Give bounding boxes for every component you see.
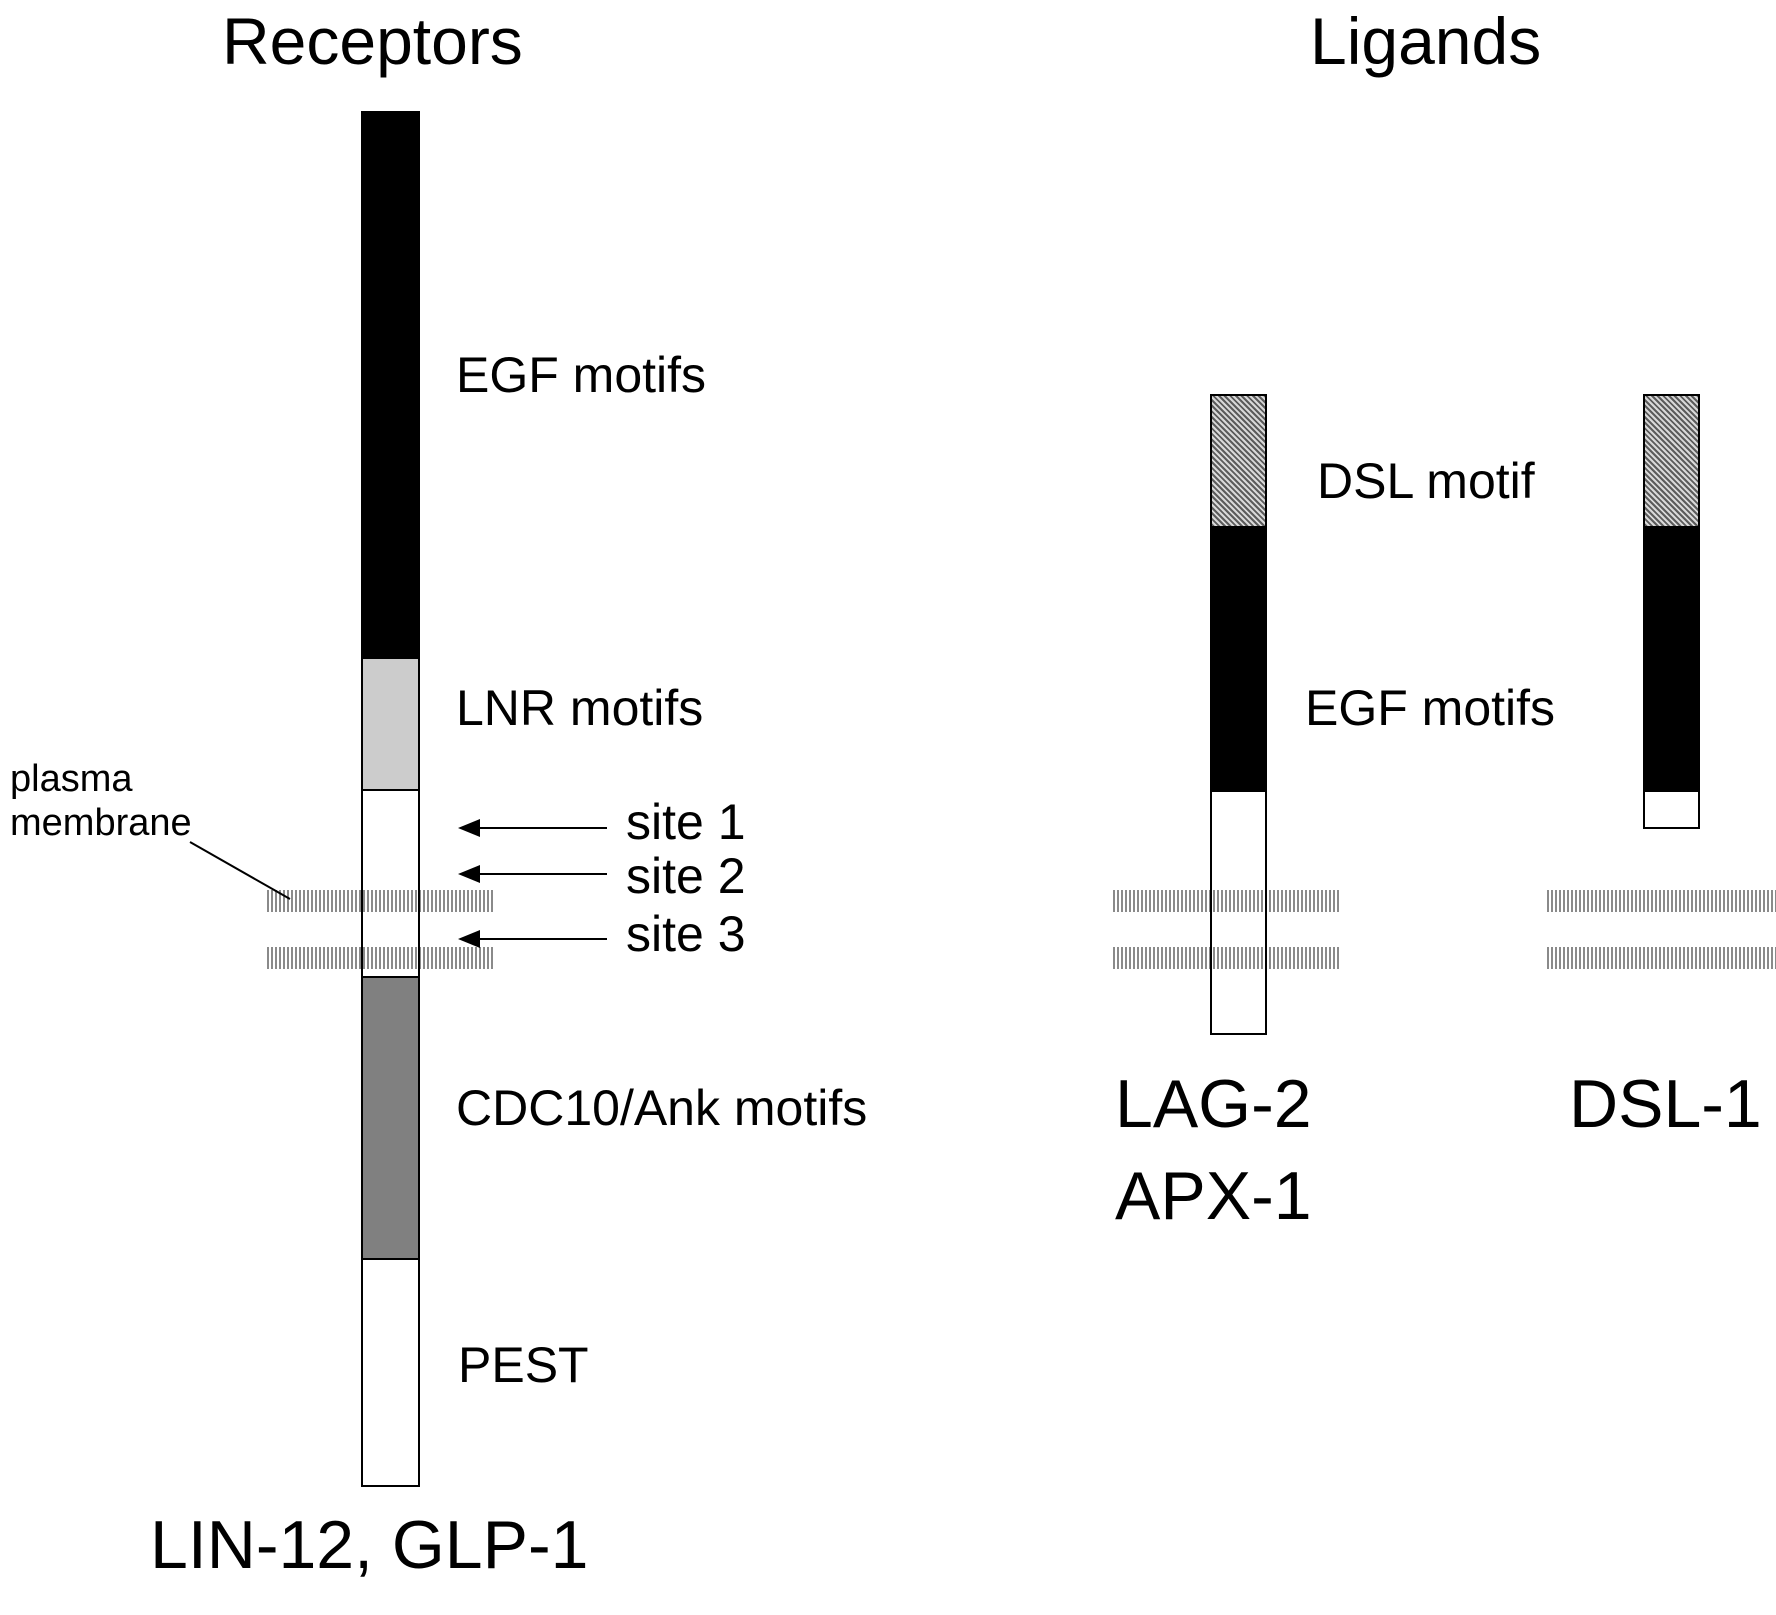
receptors-heading: Receptors — [222, 4, 523, 78]
plasma-membrane-label-line2: membrane — [10, 801, 192, 844]
ligand-right-egf-domain — [1643, 526, 1700, 792]
ligand-left-membrane-outer — [1113, 890, 1340, 912]
receptor-egf-domain — [361, 111, 420, 659]
ligand-right-dsl-domain — [1643, 394, 1700, 528]
site-1-label: site 1 — [626, 794, 746, 850]
site-3-arrow — [458, 930, 607, 948]
ligand-left-egf-domain — [1210, 526, 1267, 792]
plasma-membrane-label-line1: plasma — [10, 758, 133, 800]
ligand-left-intracellular-region — [1210, 790, 1267, 1035]
receptor-name-caption: LIN-12, GLP-1 — [150, 1507, 589, 1583]
ligands-heading: Ligands — [1310, 4, 1542, 78]
ligand-name-lag2: LAG-2 — [1115, 1066, 1312, 1142]
ligand-egf-motifs-label: EGF motifs — [1305, 680, 1556, 736]
receptor-membrane-inner — [267, 947, 494, 969]
site-3-label: site 3 — [626, 906, 746, 962]
receptor-cdc10-label: CDC10/Ank motifs — [456, 1080, 868, 1136]
plasma-membrane-label: plasma membrane — [10, 758, 192, 845]
ligand-left-membrane-inner — [1113, 947, 1340, 969]
ligand-right-stub-region — [1643, 790, 1700, 829]
ligand-dsl-motif-label: DSL motif — [1317, 453, 1535, 509]
receptor-cdc10-domain — [361, 976, 420, 1260]
receptor-egf-label: EGF motifs — [456, 347, 707, 403]
site-2-label: site 2 — [626, 848, 746, 904]
ligand-right-membrane-outer — [1547, 890, 1776, 912]
receptor-pest-label: PEST — [458, 1337, 589, 1393]
receptor-lnr-label: LNR motifs — [456, 680, 704, 736]
membrane-leader-line — [189, 841, 291, 900]
ligand-name-dsl1: DSL-1 — [1569, 1066, 1762, 1142]
ligand-left-dsl-domain — [1210, 394, 1267, 528]
ligand-name-apx1: APX-1 — [1115, 1158, 1312, 1234]
receptor-membrane-outer — [267, 890, 494, 912]
ligand-right-membrane-inner — [1547, 947, 1776, 969]
receptor-pest-domain — [361, 1258, 420, 1487]
site-1-arrow — [458, 819, 607, 837]
site-2-arrow — [458, 865, 607, 883]
